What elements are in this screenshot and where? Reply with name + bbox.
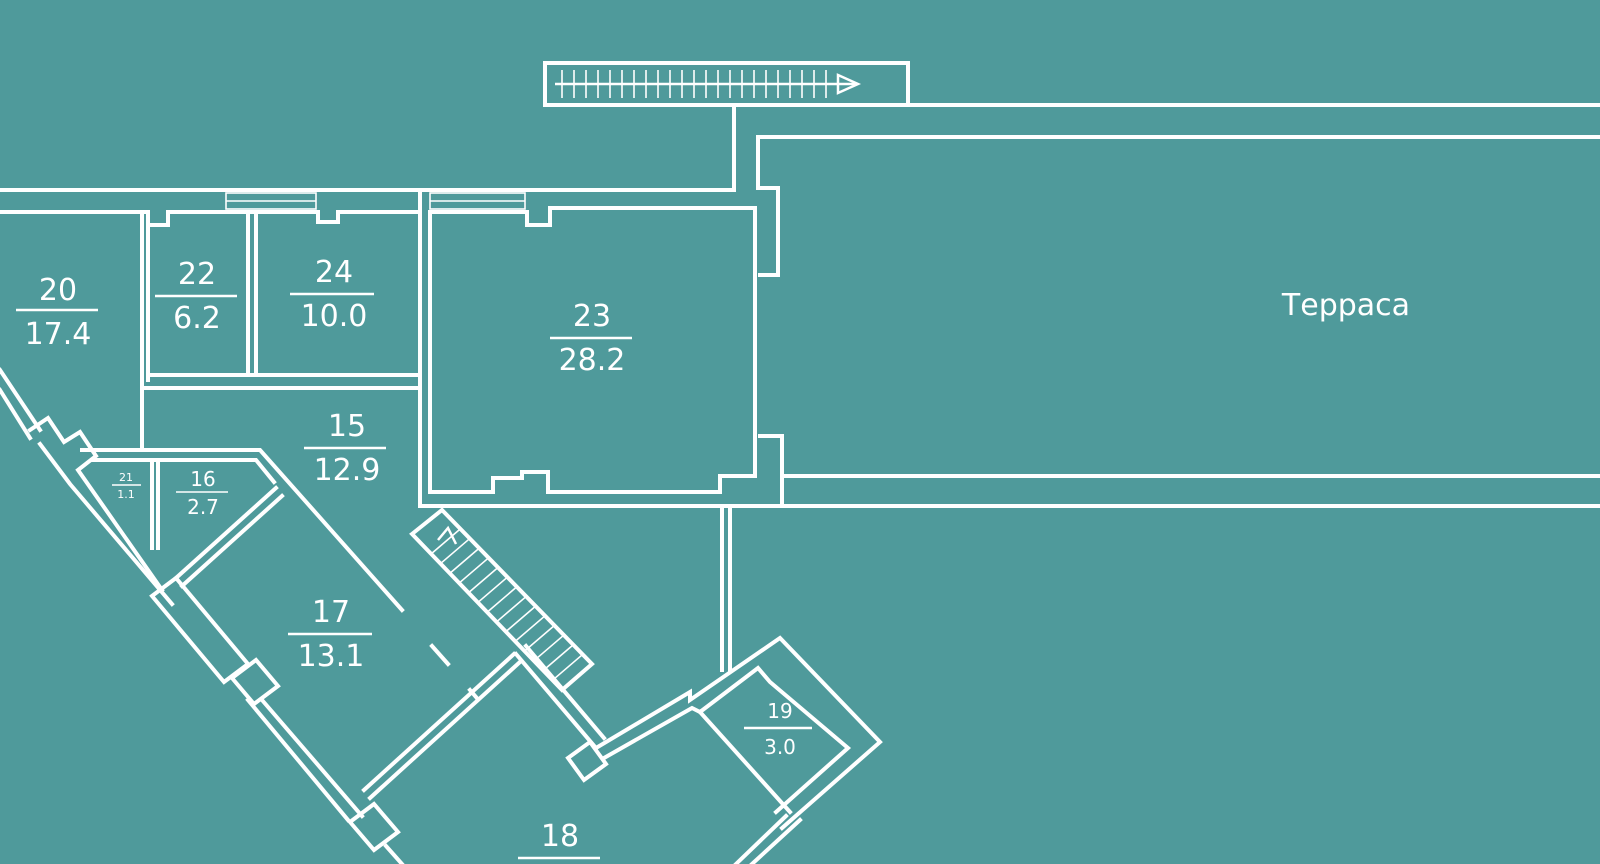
stair-tread xyxy=(440,538,470,564)
stair-tread xyxy=(553,654,583,680)
room-17-number: 17 xyxy=(312,595,350,630)
room-19-number: 19 xyxy=(767,699,792,723)
room-18-label: 18 xyxy=(518,819,600,860)
stair-tread xyxy=(506,606,536,632)
stair-tread xyxy=(496,596,526,622)
room-23-label: 23 28.2 xyxy=(550,299,632,378)
room-21-number: 21 xyxy=(119,471,133,484)
terrace xyxy=(732,103,1600,508)
room-24-label: 24 10.0 xyxy=(290,255,374,334)
room-23-walls xyxy=(418,188,784,508)
stair-tread xyxy=(431,528,461,554)
room-15-area: 12.9 xyxy=(314,453,381,488)
room-19-walls xyxy=(513,504,883,864)
room-22-number: 22 xyxy=(178,257,216,292)
terrace-label: Терраса xyxy=(1281,288,1410,323)
room-22-label: 22 6.2 xyxy=(155,257,237,336)
room-21-area: 1.1 xyxy=(117,488,135,501)
top-staircase xyxy=(543,61,910,107)
room-16-area: 2.7 xyxy=(187,495,219,519)
room-23-area: 28.2 xyxy=(559,343,626,378)
stair-tread xyxy=(478,577,508,603)
southwest-wall xyxy=(27,415,405,864)
room-21-label: 21 1.1 xyxy=(112,471,141,501)
stair-tread xyxy=(459,557,489,584)
stair-tread xyxy=(468,567,498,593)
room-15-number: 15 xyxy=(328,409,366,444)
room-17-label: 17 13.1 xyxy=(288,595,372,674)
room-23-number: 23 xyxy=(573,299,611,334)
room-17-area: 13.1 xyxy=(298,639,365,674)
room-20-walls xyxy=(0,367,43,441)
room-20-number: 20 xyxy=(39,273,77,308)
stair-tread xyxy=(534,635,564,661)
stair-tread xyxy=(449,548,480,574)
room-22-area: 6.2 xyxy=(173,301,221,336)
rooms-22-24-walls xyxy=(140,210,422,450)
rooms-16-17-21-walls xyxy=(80,448,523,801)
room-19-label: 19 3.0 xyxy=(744,699,812,759)
stair-tread xyxy=(562,664,592,690)
room-19-area: 3.0 xyxy=(764,735,796,759)
diagonal-staircase xyxy=(409,507,595,693)
room-16-label: 16 2.7 xyxy=(176,467,228,519)
room-20-label: 20 17.4 xyxy=(16,273,98,352)
room-15-label: 15 12.9 xyxy=(304,409,386,488)
room-16-number: 16 xyxy=(190,467,215,491)
room-18-number: 18 xyxy=(541,819,579,854)
stair-tread xyxy=(524,625,555,651)
stair-tread xyxy=(543,645,573,671)
room-20-area: 17.4 xyxy=(25,317,92,352)
stair-tread xyxy=(487,586,517,613)
stair-tread xyxy=(515,615,545,642)
room-24-area: 10.0 xyxy=(301,299,368,334)
room-24-number: 24 xyxy=(315,255,353,290)
